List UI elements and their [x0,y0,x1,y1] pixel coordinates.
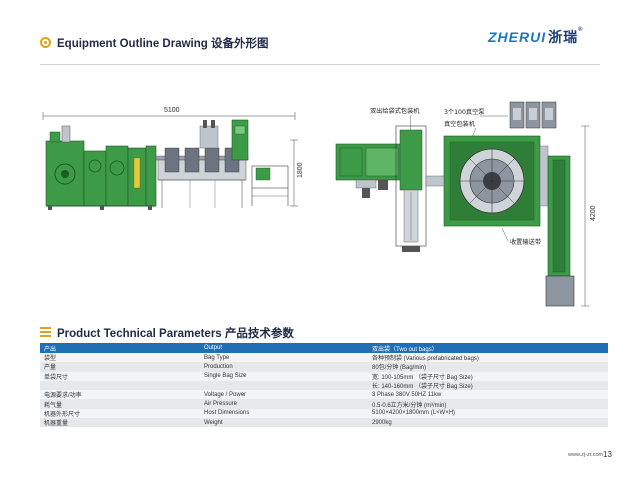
table-row: 机器重量 Weight 2900kg [40,418,608,428]
row-label-cn: 电源要求/功率 [40,390,200,400]
row-label-cn: 机器外形尺寸 [40,408,200,419]
height-dimension-label: 1800 [297,162,304,178]
row-label-cn: 耗气量 [40,399,200,409]
front-elevation-drawing: 5100 1800 [42,107,304,210]
row-label-cn: 袋型 [40,353,200,363]
row-label-en: Host Dimensions [200,408,368,419]
callout-conveyor: 收置输送带 [510,238,541,246]
row-label-en: Voltage / Power [200,390,368,400]
section-title-parameters: Product Technical Parameters 产品技术参数 [57,328,294,340]
width-dimension-label: 5100 [164,107,180,114]
row-label-cn: 机器重量 [40,418,200,428]
callout-bag-machine: 双出给袋式包装机 [370,107,420,115]
row-value: 宽: 100-105mm （袋子尺寸 Bag Size) [368,371,608,381]
table-row: 机器外形尺寸 Host Dimensions 5100×4200×1800mm … [40,408,608,419]
row-label-en: Production [200,362,368,372]
list-icon [40,327,51,338]
header-cell-cn: 产出 [40,343,200,353]
logo-text-en: ZHERUI [488,29,547,45]
callout-vacuum-machine: 真空包装机 [444,120,476,128]
row-value: 80包/分钟 (Bag/min) [368,362,608,372]
logo-text-cn: 浙瑞 [548,29,579,45]
header-divider [40,64,600,65]
row-value: 0.5-0.6立方米/分钟 (m³/min) [368,399,608,409]
table-row: 产量 Production 80包/分钟 (Bag/min) [40,362,608,372]
plan-view-drawing: 双出给袋式包装机 3个100真空泵 真空包装机 收置输送带 [335,101,597,307]
table-row: 单袋尺寸 Single Bag Size 宽: 100-105mm （袋子尺寸 … [40,371,608,381]
technical-parameters-table: 产出 Output 双出袋（Two out bags） 袋型 Bag Type … [40,343,608,428]
table-row: 长: 140-160mm （袋子尺寸 Bag Size) [40,380,608,391]
row-label-en: Bag Type [200,353,368,363]
row-label-cn [40,380,200,391]
callout-vacuum-pumps: 3个100真空泵 [444,108,485,116]
row-value: 2900kg [368,418,608,428]
table-row: 耗气量 Air Pressure 0.5-0.6立方米/分钟 (m³/min) [40,399,608,409]
table-header-row: 产出 Output 双出袋（Two out bags） [40,343,608,353]
header-cell-en: Output [200,343,368,353]
header-cell-value: 双出袋（Two out bags） [368,343,608,353]
row-label-en: Air Pressure [200,399,368,409]
row-label-en: Single Bag Size [200,371,368,381]
page-number: 13 [603,450,612,459]
row-label-cn: 产量 [40,362,200,372]
table-row: 电源要求/功率 Voltage / Power 3 Phase 380V 50H… [40,390,608,400]
equipment-drawings: 5100 1800 [40,96,600,316]
plan-height-dimension-label: 4200 [590,205,597,221]
row-value: 3 Phase 380V 50HZ 11kw [368,390,608,400]
row-label-cn: 单袋尺寸 [40,371,200,381]
row-label-en [200,380,368,391]
footer-website: www.zj-zr.com [568,452,604,458]
table-row: 袋型 Bag Type 各种预制袋 (Various prefabricated… [40,353,608,363]
row-value: 长: 140-160mm （袋子尺寸 Bag Size) [368,380,608,391]
page-title: Equipment Outline Drawing 设备外形图 [57,38,269,50]
row-value: 各种预制袋 (Various prefabricated bags) [368,353,608,363]
output-conveyor [251,165,289,189]
collection-bin [545,275,575,307]
outline-drawing-svg: 5100 1800 [42,101,597,307]
row-value: 5100×4200×1800mm (L×W×H) [368,408,608,419]
logo-registered-mark: ® [578,27,584,33]
row-label-en: Weight [200,418,368,428]
target-icon [40,37,51,48]
